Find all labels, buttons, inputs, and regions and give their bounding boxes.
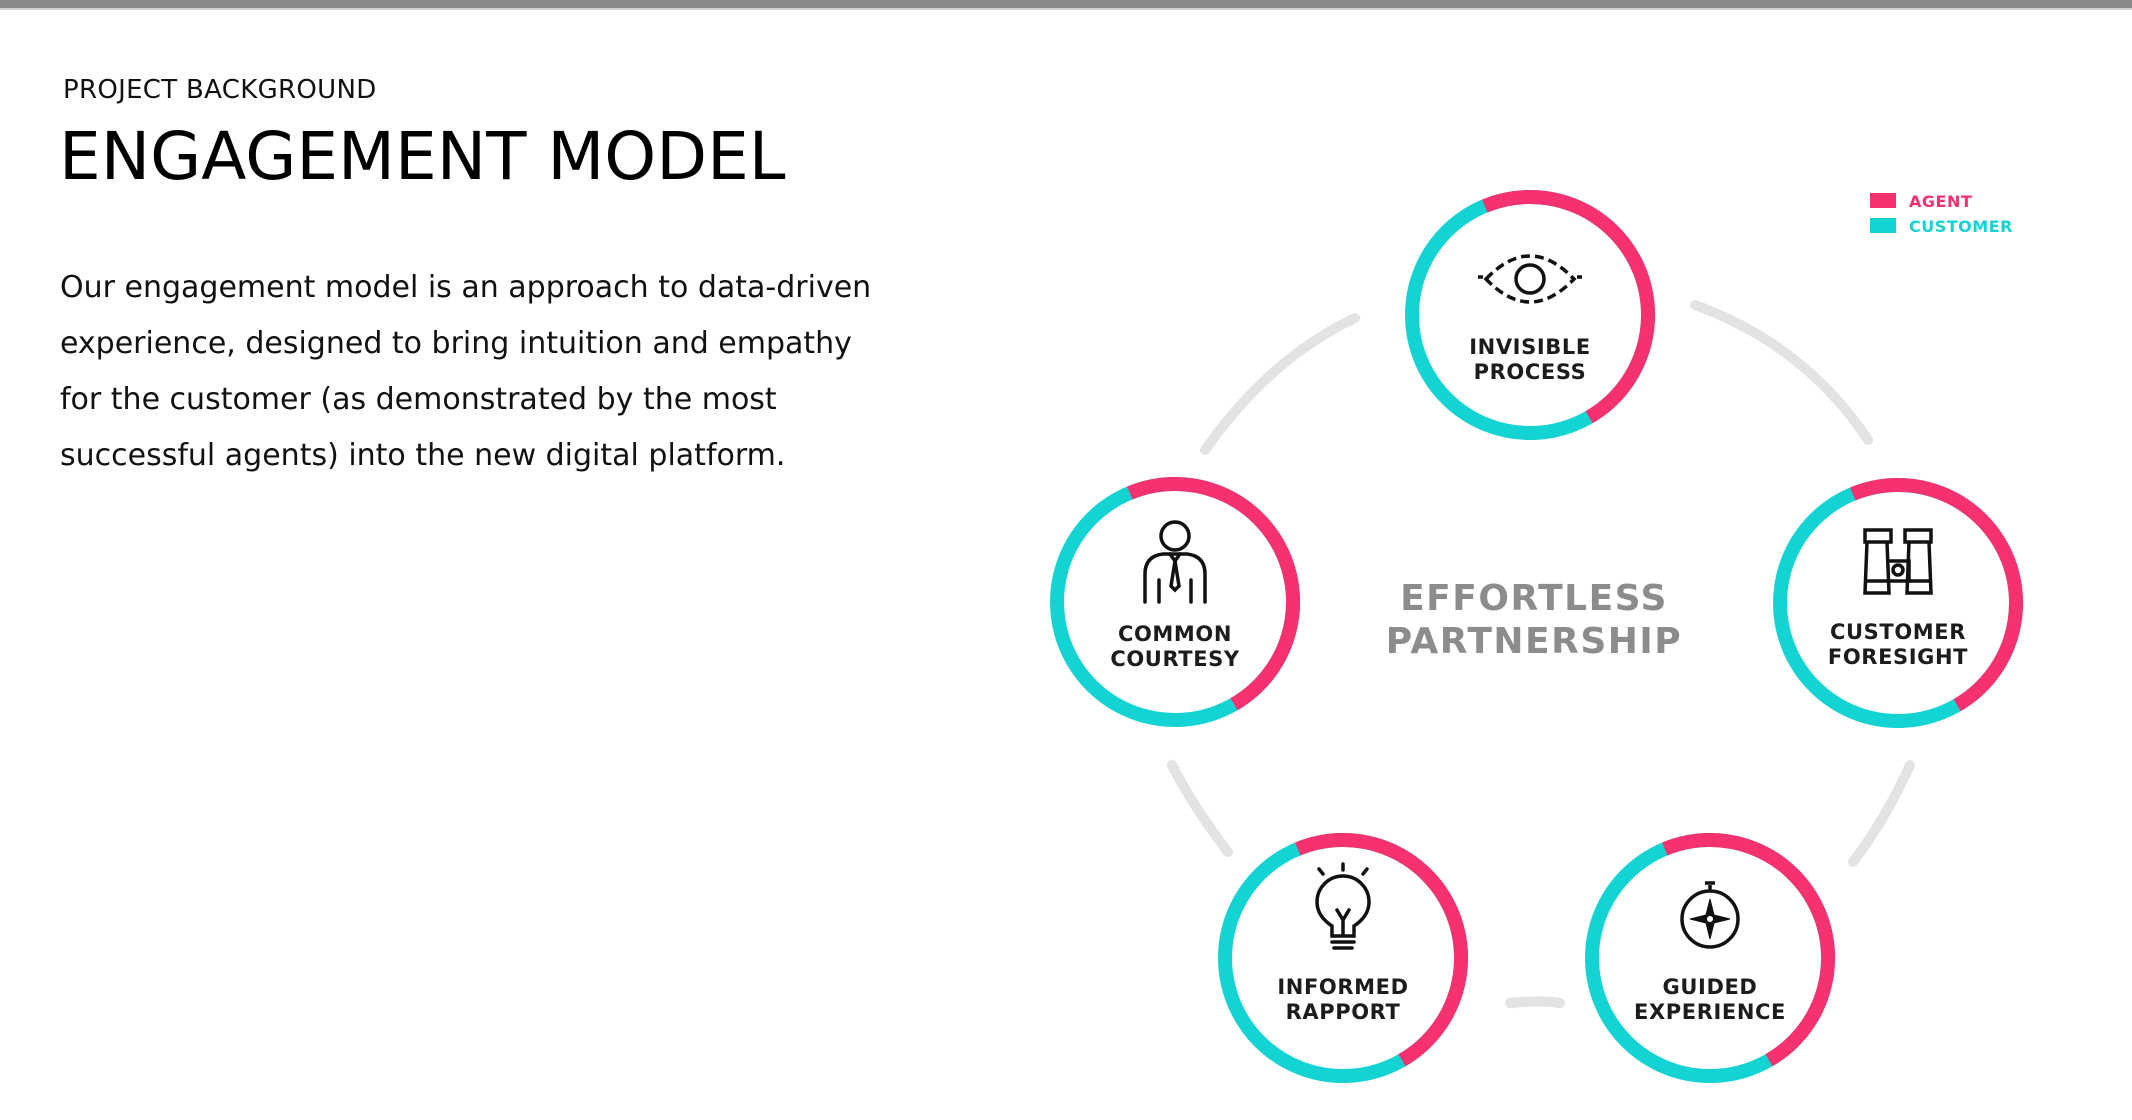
- node-label-line-2: EXPERIENCE: [1634, 1000, 1786, 1024]
- node-common-courtesy: COMMON COURTESY: [1050, 476, 1301, 727]
- ring-agent-segment: [1482, 189, 1656, 424]
- ring-agent-segment: [1127, 476, 1301, 711]
- description-line: for the customer (as demonstrated by the…: [60, 382, 777, 417]
- flow-arrow: [1848, 760, 1915, 867]
- node-customer-foresight: CUSTOMER FORESIGHT: [1773, 477, 2024, 728]
- node-guided-experience: GUIDED EXPERIENCE: [1585, 832, 1836, 1083]
- binoculars-icon: [1863, 528, 1933, 595]
- cycle-arrows: [1167, 300, 1915, 1009]
- description-line: successful agents) into the new digital …: [60, 438, 786, 473]
- lightbulb-icon: [1315, 862, 1371, 950]
- center-title-line-1: EFFORTLESS: [1400, 578, 1668, 619]
- node-label-line-2: PROCESS: [1474, 360, 1587, 384]
- flow-arrow: [1167, 759, 1233, 857]
- node-label-line-1: INFORMED: [1277, 975, 1408, 999]
- ring-agent-segment: [1662, 832, 1836, 1067]
- compass-icon: [1680, 881, 1740, 949]
- top-rule: [0, 0, 2132, 13]
- node-invisible-process: INVISIBLE PROCESS: [1405, 189, 1656, 440]
- flow-arrow: [1504, 996, 1565, 1009]
- node-label-line-1: GUIDED: [1663, 975, 1758, 999]
- eye-icon: [1478, 254, 1582, 304]
- legend: AGENT CUSTOMER: [1870, 192, 2013, 236]
- node-label-line-2: COURTESY: [1110, 647, 1240, 671]
- page-title: ENGAGEMENT MODEL: [59, 118, 786, 195]
- legend-agent-label: AGENT: [1909, 192, 1972, 211]
- flow-arrow: [1200, 313, 1361, 455]
- person-icon: [1143, 520, 1207, 604]
- node-informed-rapport: INFORMED RAPPORT: [1218, 832, 1469, 1083]
- node-label-line-1: INVISIBLE: [1469, 335, 1591, 359]
- node-label-line-2: FORESIGHT: [1828, 645, 1968, 669]
- node-label-line-1: CUSTOMER: [1830, 620, 1966, 644]
- legend-customer-label: CUSTOMER: [1909, 217, 2013, 236]
- description-line: Our engagement model is an approach to d…: [60, 270, 872, 305]
- ring-agent-segment: [1295, 832, 1469, 1067]
- section-kicker: PROJECT BACKGROUND: [63, 75, 377, 105]
- description-line: experience, designed to bring intuition …: [60, 326, 852, 361]
- description-paragraph: Our engagement model is an approach to d…: [60, 260, 872, 484]
- ring-agent-segment: [1850, 477, 2024, 712]
- legend-agent-swatch: [1870, 193, 1896, 208]
- flow-arrow: [1690, 300, 1873, 445]
- legend-customer-swatch: [1870, 218, 1896, 233]
- node-label-line-1: COMMON: [1118, 622, 1232, 646]
- node-label-line-2: RAPPORT: [1286, 1000, 1401, 1024]
- center-title-line-2: PARTNERSHIP: [1386, 621, 1682, 662]
